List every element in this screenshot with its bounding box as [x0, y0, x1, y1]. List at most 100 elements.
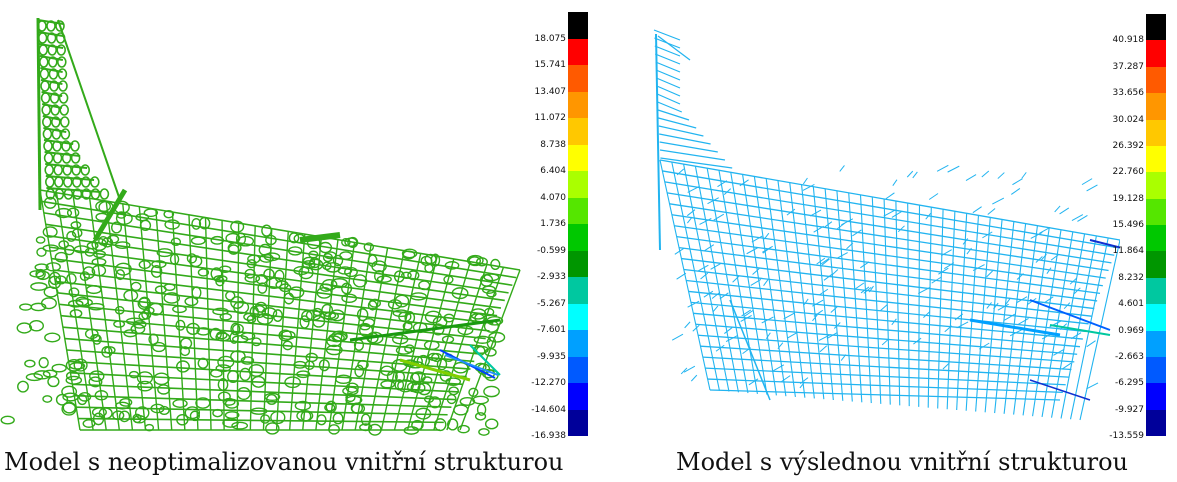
mesh-cell — [227, 244, 240, 255]
mesh-strut — [656, 77, 681, 89]
scale-label: -9.935 — [536, 351, 566, 362]
mesh-cell — [44, 176, 55, 188]
mesh-cell — [263, 268, 275, 281]
mesh-cell — [163, 209, 175, 219]
mesh-cell — [66, 207, 80, 219]
mesh-cell — [172, 305, 187, 314]
mesh-strut — [662, 170, 1118, 249]
mesh-cell — [328, 424, 340, 435]
mesh-strut — [744, 309, 754, 317]
mesh-cell — [128, 370, 140, 379]
mesh-cell — [50, 104, 61, 116]
mesh-cell — [316, 414, 327, 426]
mesh-cell — [88, 376, 103, 388]
scale-label: 22.760 — [1112, 167, 1145, 178]
mesh-strut — [406, 258, 455, 431]
mesh-strut — [868, 285, 874, 293]
mesh-cell — [65, 358, 83, 372]
mesh-cell — [137, 380, 153, 392]
mesh-strut — [367, 250, 405, 431]
mesh-cell — [319, 283, 333, 292]
mesh-cell — [341, 293, 358, 303]
mesh-cell — [184, 406, 201, 420]
mesh-strut — [1077, 215, 1088, 222]
mesh-strut — [1086, 340, 1096, 348]
mesh-cell — [42, 244, 60, 252]
mesh-cell — [39, 68, 50, 80]
mesh-cell — [34, 263, 49, 272]
scale-label: -2.663 — [1114, 351, 1144, 362]
mesh-cell — [42, 395, 53, 403]
mesh-cell — [60, 128, 71, 140]
mesh-strut — [816, 257, 826, 265]
mesh-strut — [741, 309, 752, 317]
mesh-cell — [198, 216, 211, 230]
mesh-strut — [1012, 178, 1023, 186]
mesh-cell — [189, 410, 201, 422]
scale-label: 0.969 — [1118, 325, 1144, 336]
mesh-strut — [699, 218, 712, 225]
mesh-strut — [1021, 172, 1027, 179]
mesh-cell — [363, 242, 375, 252]
mesh-strut — [684, 321, 691, 329]
mesh-cell — [407, 360, 424, 369]
scale-segment — [1146, 40, 1166, 67]
mesh-strut — [751, 235, 763, 243]
mesh-cell — [71, 164, 81, 176]
mesh-cell — [35, 236, 46, 244]
mesh-strut — [354, 247, 389, 431]
mesh-strut — [653, 29, 681, 41]
mesh-cell — [101, 345, 113, 358]
mesh-cell — [360, 413, 371, 426]
mesh-cell — [294, 400, 312, 411]
scale-label: 37.287 — [1112, 61, 1145, 72]
mesh-strut — [892, 179, 898, 186]
mesh-strut — [469, 344, 501, 376]
mesh-strut — [944, 325, 953, 333]
mesh-cell — [332, 254, 344, 267]
mesh-strut — [57, 19, 121, 201]
scale-segment — [568, 277, 588, 304]
mesh-strut — [800, 184, 825, 400]
mesh-cell — [380, 365, 394, 376]
mesh-strut — [667, 192, 1112, 264]
mesh-strut — [658, 125, 704, 137]
scale-segment — [568, 356, 588, 383]
mesh-cell — [212, 307, 229, 316]
mesh-strut — [188, 214, 199, 431]
mesh-strut — [789, 182, 815, 399]
mesh-strut — [986, 302, 992, 309]
mesh-strut — [655, 69, 681, 81]
mesh-cell — [52, 152, 63, 164]
mesh-strut — [446, 267, 505, 431]
mesh-cell — [51, 363, 67, 373]
mesh-strut — [928, 193, 939, 200]
mesh-cell — [490, 258, 501, 271]
mesh-strut — [676, 272, 687, 280]
mesh-cell — [451, 287, 469, 300]
mesh-strut — [687, 300, 700, 308]
mesh-strut — [659, 141, 718, 153]
mesh-strut — [854, 282, 865, 290]
mesh-cell — [40, 80, 50, 92]
mesh-cell — [54, 251, 68, 263]
right-scale-bar — [1146, 14, 1166, 436]
mesh-cell — [179, 337, 193, 350]
mesh-strut — [986, 270, 993, 278]
scale-segment — [568, 118, 588, 145]
mesh-cell — [233, 300, 250, 315]
mesh-cell — [68, 287, 80, 298]
mesh-cell — [36, 247, 47, 257]
mesh-strut — [938, 267, 949, 275]
mesh-cell — [150, 403, 165, 414]
mesh-strut — [654, 53, 681, 65]
mesh-cell — [47, 56, 58, 68]
mesh-strut — [812, 314, 818, 322]
mesh-strut — [918, 287, 930, 295]
mesh-cell — [87, 302, 105, 311]
mesh-strut — [742, 174, 777, 396]
mesh-cell — [325, 400, 337, 413]
mesh-cell — [72, 188, 83, 200]
mesh-cell — [341, 238, 351, 247]
mesh-strut — [712, 305, 719, 313]
